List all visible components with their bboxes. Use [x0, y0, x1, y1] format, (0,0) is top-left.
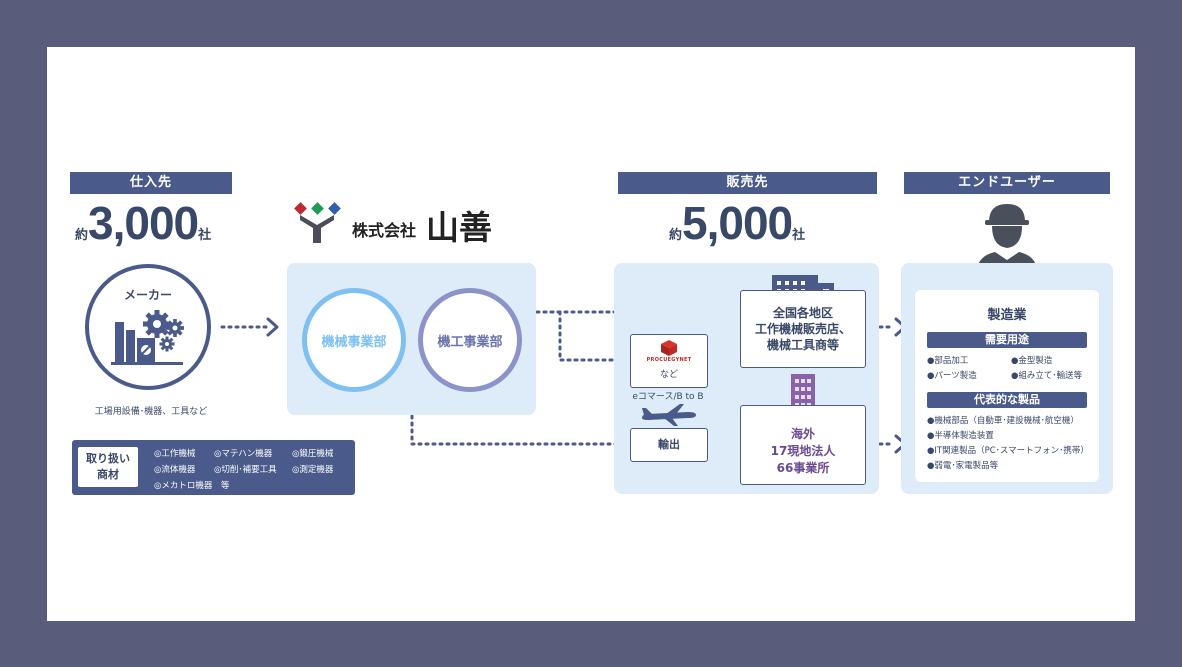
product-item: ◎メカトロ機器 等 [154, 481, 230, 491]
sales-count-prefix: 約 [669, 228, 683, 243]
products-title-line2: 商材 [97, 468, 119, 481]
enduser-header: エンドユーザー [904, 172, 1110, 194]
product-example: ●IT関連製品（PC･スマートフォン･携帯） [927, 446, 1089, 456]
yamazen-logo-icon [294, 202, 341, 243]
product-item: ◎流体機器 [154, 465, 196, 475]
overseas-line2: 17現地法人 [770, 444, 836, 458]
arrow-company-to-ecommerce [558, 310, 620, 362]
domestic-line3: 機械工具商等 [766, 338, 839, 352]
suppliers-count-suffix: 社 [198, 228, 212, 243]
overseas-line3: 66事業所 [776, 461, 830, 475]
procuenet-nado: など [659, 370, 678, 380]
suppliers-count: 約3,000社 [75, 196, 211, 250]
domestic-line2: 工作機械販売店、 [754, 322, 851, 336]
demand-item: ●金型製造 [1011, 356, 1053, 366]
division-industrial-tools: 機工事業部 [418, 288, 522, 392]
company-name-large: 山善 [426, 208, 492, 247]
demand-item: ●組み立て･輸送等 [1011, 371, 1083, 381]
product-example: ●半導体製造装置 [927, 431, 994, 441]
product-example: ●弱電･家電製品等 [927, 461, 999, 471]
suppliers-count-prefix: 約 [75, 228, 89, 243]
maker-label: メーカー [123, 288, 172, 302]
arrow-company-to-export [410, 414, 620, 446]
demand-title: 需要用途 [927, 332, 1087, 348]
procuenet-cube-icon [661, 340, 677, 356]
sales-count-suffix: 社 [792, 228, 806, 243]
overseas-line1: 海外 [790, 427, 815, 441]
procuenet-box: PROCUEGYNET など [630, 334, 708, 388]
domestic-line1: 全国各地区 [772, 306, 833, 320]
procuenet-logo-text: PROCUEGYNET [646, 357, 692, 363]
sales-count: 約5,000社 [669, 196, 805, 250]
overseas-box: 海外 17現地法人 66事業所 [740, 405, 866, 485]
division-machinery: 機械事業部 [302, 288, 406, 392]
product-item: ◎マテハン機器 [214, 449, 273, 459]
airplane-icon [642, 404, 696, 426]
domestic-dealers-box: 全国各地区 工作機械販売店、 機械工具商等 [740, 290, 866, 368]
product-item: ◎鍛圧機械 [292, 449, 334, 459]
product-example: ●機械部品（自動車･建設機械･航空機） [927, 416, 1079, 426]
products-title-line1: 取り扱い [86, 452, 130, 465]
demand-item: ●パーツ製造 [927, 371, 977, 381]
maker-circle: メーカー [85, 264, 211, 390]
arrow-head-1 [266, 317, 279, 337]
suppliers-header: 仕入先 [70, 172, 232, 194]
company-name-small: 株式会社 [352, 221, 417, 240]
product-item: ◎切削･補要工具 [214, 465, 277, 475]
suppliers-count-value: 3,000 [88, 197, 199, 249]
enduser-card: 製造業 需要用途 ●部品加工 ●金型製造 ●パーツ製造 ●組み立て･輸送等 代表… [915, 290, 1099, 482]
products-title: 代表的な製品 [927, 392, 1087, 408]
ecommerce-label: eコマース/B to B [632, 392, 704, 402]
product-item: ◎測定機器 [292, 465, 334, 475]
export-box: 輸出 [630, 428, 708, 462]
products-handled-title: 取り扱い 商材 [78, 447, 138, 487]
sales-header: 販売先 [618, 172, 877, 194]
factory-gears-icon [111, 310, 184, 365]
demand-item: ●部品加工 [927, 356, 969, 366]
products-handled-box: 取り扱い 商材 ◎工作機械 ◎マテハン機器 ◎鍛圧機械 ◎流体機器 ◎切削･補要… [72, 440, 355, 495]
sales-count-value: 5,000 [682, 197, 793, 249]
enduser-industry: 製造業 [987, 308, 1027, 323]
suppliers-caption: 工場用設備･機器、工具など [94, 407, 208, 417]
product-item: ◎工作機械 [154, 449, 196, 459]
